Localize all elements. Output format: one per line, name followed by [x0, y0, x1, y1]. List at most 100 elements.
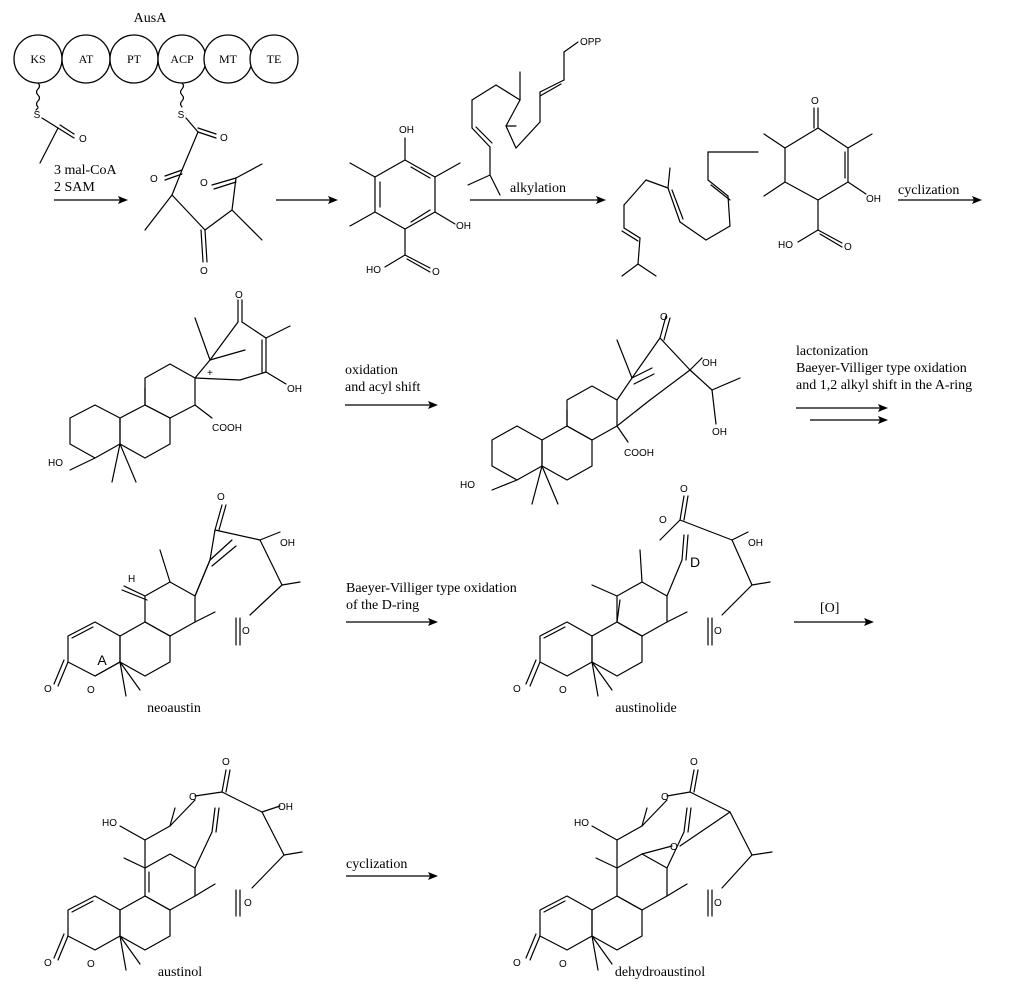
- precursors-label-2: 2 SAM: [54, 180, 95, 195]
- ring-label-a: A: [97, 652, 107, 668]
- atom-o: O: [189, 792, 197, 803]
- atom-o: O: [79, 134, 87, 145]
- step-oxidation-1: oxidation: [345, 363, 398, 378]
- reaction-arrow-9: [346, 872, 438, 880]
- cation-intermediate-structure: O OH COOH HO +: [48, 290, 302, 483]
- step-lactonization-2: Baeyer-Villiger type oxidation: [796, 361, 967, 376]
- atom-o: O: [235, 290, 243, 301]
- atom-o: O: [659, 515, 667, 526]
- step-cyclization-2: cyclization: [346, 857, 407, 872]
- reaction-arrow-7: [346, 618, 438, 626]
- atom-h: H: [128, 574, 135, 585]
- acp-polyketide: S O O O O: [144, 82, 263, 277]
- preaustinoid-structure: O OH OH COOH HO: [460, 312, 741, 505]
- atom-oh: OH: [866, 194, 881, 205]
- compound-dehydroaustinol: dehydroaustinol: [615, 965, 705, 980]
- atom-o: O: [670, 842, 678, 853]
- domain-label-ks: KS: [30, 52, 45, 66]
- domain-label-te: TE: [267, 52, 282, 66]
- atom-o: O: [680, 484, 688, 495]
- compound-neoaustin: neoaustin: [147, 701, 201, 716]
- atom-cooh: COOH: [624, 448, 654, 459]
- atom-ho: HO: [102, 818, 117, 829]
- fpp-structure: OPP: [467, 37, 601, 196]
- atom-opp: OPP: [580, 37, 601, 48]
- atom-ho: HO: [48, 458, 63, 469]
- reaction-arrow-8: [794, 618, 874, 626]
- atom-o: O: [242, 626, 250, 637]
- atom-o: O: [87, 685, 95, 696]
- reaction-arrow-6: [796, 404, 888, 424]
- atom-oh: OH: [456, 221, 471, 232]
- enzyme-name: AusA: [134, 11, 168, 26]
- atom-o: O: [513, 958, 521, 969]
- step-lactonization-1: lactonization: [796, 344, 868, 359]
- domain-label-pt: PT: [127, 52, 142, 66]
- atom-o: O: [811, 96, 819, 107]
- atom-oh: OH: [287, 384, 302, 395]
- atom-o: O: [217, 492, 225, 503]
- atom-oh: OH: [712, 427, 727, 438]
- precursors-label-1: 3 mal-CoA: [54, 163, 117, 178]
- atom-o: O: [690, 757, 698, 768]
- atom-oh: OH: [702, 358, 717, 369]
- step-cyclization-1: cyclization: [898, 183, 959, 198]
- atom-ho: HO: [574, 818, 589, 829]
- atom-o: O: [559, 685, 567, 696]
- reaction-arrow-1: [54, 196, 128, 204]
- atom-oh: OH: [748, 538, 763, 549]
- step-bv-1: Baeyer-Villiger type oxidation: [346, 581, 517, 596]
- domain-label-mt: MT: [219, 52, 238, 66]
- atom-o: O: [87, 959, 95, 970]
- acetyl-thioester: S O: [34, 82, 87, 164]
- domain-label-at: AT: [79, 52, 94, 66]
- atom-cooh: COOH: [212, 423, 242, 434]
- atom-o: O: [220, 133, 228, 144]
- reaction-arrow-4: [898, 196, 982, 204]
- cation-charge: +: [207, 368, 213, 379]
- dehydroaustinol-structure: O O HO O O O O dehydroaustinol: [513, 757, 773, 980]
- austinol-structure: O O HO O O OH O austinol: [44, 757, 303, 980]
- atom-o: O: [660, 312, 668, 323]
- dmoa-structure: OH OH O HO: [349, 125, 471, 278]
- atom-o: O: [432, 267, 440, 278]
- atom-o: O: [150, 174, 158, 185]
- atom-o: O: [714, 898, 722, 909]
- step-lactonization-3: and 1,2 alkyl shift in the A-ring: [796, 378, 972, 393]
- atom-o: O: [714, 626, 722, 637]
- atom-oh: OH: [280, 538, 295, 549]
- atom-o: O: [559, 959, 567, 970]
- step-alkylation: alkylation: [510, 181, 566, 196]
- atom-ho: HO: [366, 265, 381, 276]
- atom-o: O: [200, 266, 208, 277]
- atom-s: S: [34, 110, 41, 121]
- ring-label-d: D: [690, 554, 700, 570]
- atom-o: O: [244, 898, 252, 909]
- atom-o: O: [222, 757, 230, 768]
- atom-o: O: [513, 684, 521, 695]
- step-bv-2: of the D-ring: [346, 598, 419, 613]
- reaction-arrow-3: [470, 196, 606, 204]
- reaction-arrow-5: [345, 401, 438, 409]
- domain-label-acp: ACP: [170, 52, 194, 66]
- atom-oh: OH: [278, 802, 293, 813]
- atom-o: O: [661, 792, 669, 803]
- domain-te: [249, 34, 299, 84]
- atom-o: O: [44, 958, 52, 969]
- atom-o: O: [844, 242, 852, 253]
- enzyme-domain-chain: KS AT PT ACP MT TE: [13, 34, 299, 84]
- austinolide-structure: O O O O OH O D austinolide: [513, 484, 771, 716]
- neoaustin-structure: A O O H O OH O neoaustin: [44, 492, 301, 716]
- atom-s: S: [178, 110, 185, 121]
- step-oxidation-2: and acyl shift: [345, 380, 421, 395]
- atom-o: O: [44, 684, 52, 695]
- compound-austinol: austinol: [158, 965, 202, 980]
- atom-ho: HO: [778, 240, 793, 251]
- step-oxidation-symbol: [O]: [820, 601, 839, 616]
- dearomatized-ring-structure: O OH O HO: [763, 96, 881, 253]
- atom-o: O: [200, 178, 208, 189]
- compound-austinolide: austinolide: [615, 701, 676, 716]
- reaction-arrow-2: [276, 196, 338, 204]
- atom-ho: HO: [460, 480, 475, 491]
